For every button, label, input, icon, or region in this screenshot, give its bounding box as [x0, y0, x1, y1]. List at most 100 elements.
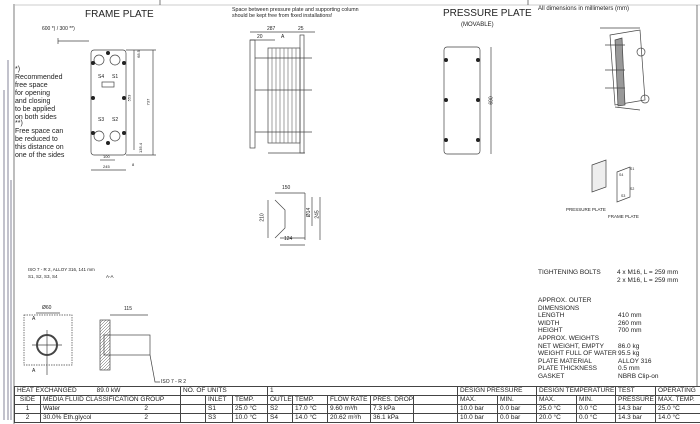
spec-row: WIDTH 260 mm	[538, 320, 658, 328]
header-dt-max: MAX.	[536, 395, 578, 405]
cell-dp-max: 10.0 bar	[457, 404, 499, 414]
cell-dp-min: 0.0 bar	[497, 413, 538, 423]
cell-inlet-temp: 25.0 °C	[232, 404, 268, 414]
section-mark-a: A	[281, 34, 285, 40]
cell-pres-drop: 36.1 kPa	[370, 413, 414, 423]
header-media: MEDIA FLUID CLASSIFICATION GROUP	[40, 395, 181, 405]
header-operating-max-temp: MAX. TEMP.	[655, 395, 700, 405]
note-reduced-space: **) Free space can be reduced to this di…	[15, 120, 65, 159]
dim-68: 68.5	[135, 50, 141, 58]
cell-inlet: S1	[205, 404, 233, 414]
spec-key: WEIGHT FULL OF WATER	[538, 350, 617, 358]
spec-key: PLATE MATERIAL	[538, 357, 592, 365]
port-label-s1: S1	[112, 74, 119, 80]
side-view-drawing	[249, 31, 315, 154]
dim-287: 287	[267, 26, 276, 32]
iso-pressure-plate-label: PRESSURE PLATE	[566, 207, 606, 212]
free-space-label: 600 *) / 300 **)	[42, 26, 75, 32]
units-value: 1	[266, 386, 459, 396]
dim-135: 135.4	[138, 142, 144, 154]
dim-737: 737	[145, 98, 151, 106]
cell-empty	[412, 413, 459, 423]
cell-flow-rate: 9.60 m³/h	[327, 404, 371, 414]
cell-empty	[180, 413, 206, 423]
dim-245: 245	[103, 164, 110, 169]
cell-side: 2	[14, 413, 41, 423]
spec-key: GASKET	[538, 372, 565, 380]
dim-150: 150	[282, 185, 291, 191]
header-dp-min: MIN.	[497, 395, 538, 405]
cell-test-pressure: 14.3 bar	[615, 404, 657, 414]
cell-outlet: S4	[267, 413, 293, 423]
performance-table: HEAT EXCHANGED 89.0 kW NO. OF UNITS 1 DE…	[14, 386, 700, 423]
spec-key: APPROX. OUTER DIMENSIONS	[538, 297, 592, 312]
header-empty	[180, 395, 206, 405]
spec-row: PLATE MATERIAL ALLOY 316	[538, 358, 658, 366]
thread-label: ISO 7 - R 2	[161, 379, 187, 385]
dim-20: 20	[257, 34, 263, 40]
cell-inlet: S3	[205, 413, 233, 423]
cell-empty	[412, 404, 459, 414]
heat-value: 89.0 kW	[96, 387, 121, 395]
cell-dp-min: 0.0 bar	[497, 404, 538, 414]
cell-operating-temp: 25.0 °C	[655, 404, 700, 414]
header-side: SIDE	[14, 395, 41, 405]
cell-pres-drop: 7.3 kPa	[370, 404, 414, 414]
spec-value: ALLOY 316	[618, 357, 652, 365]
pressure-plate-subtitle: (MOVABLE)	[461, 22, 494, 28]
disclaimer-strip	[3, 60, 12, 420]
iso-frame-plate-label: FRAME PLATE	[608, 214, 639, 219]
spec-key: APPROX. WEIGHTS	[538, 334, 600, 342]
cell-dt-max: 25.0 °C	[536, 404, 578, 414]
header-dt-min: MIN.	[576, 395, 617, 405]
header-empty	[412, 395, 459, 405]
section-a-bottom: A	[32, 368, 36, 374]
iso-port-s1: S1	[630, 167, 635, 171]
group-test: TEST	[615, 386, 657, 396]
section-label: A-A	[106, 274, 114, 279]
dim-25: 25	[298, 26, 304, 32]
cell-flow-rate: 20.62 m³/h	[327, 413, 371, 423]
spec-value: 0.5 mm	[618, 365, 640, 373]
installation-warning: Space between pressure plate and support…	[232, 7, 359, 19]
media-name: 30.0% Eth.glycol	[43, 414, 92, 422]
spec-key: NET WEIGHT, EMPTY	[538, 342, 604, 350]
frame-plate-title: FRAME PLATE	[85, 9, 154, 20]
spec-value: 260 mm	[618, 319, 642, 327]
pressure-plate-title: PRESSURE PLATE	[443, 8, 532, 19]
spec-value: NBRB Clip-on	[618, 372, 659, 380]
cell-empty	[180, 404, 206, 414]
cell-dp-max: 10.0 bar	[457, 413, 499, 423]
spec-row: HEIGHT 700 mm	[538, 327, 658, 335]
spec-value: 410 mm	[618, 312, 642, 320]
cell-test-pressure: 14.3 bar	[615, 413, 657, 423]
page-border	[13, 0, 700, 424]
header-inlet-temp: TEMP.	[232, 395, 268, 405]
group-operating: OPERATING	[655, 386, 700, 396]
bolts-value-1: 4 x M16, L = 259 mm	[617, 269, 678, 276]
spec-value: 700 mm	[618, 327, 642, 335]
cell-dt-max: 20.0 °C	[536, 413, 578, 423]
spec-key: WIDTH	[538, 319, 560, 327]
cell-operating-temp: 14.0 °C	[655, 413, 700, 423]
spec-row: GASKET NBRB Clip-on	[538, 373, 658, 381]
dim-245-foot: 245	[314, 210, 321, 219]
units-label: NO. OF UNITS	[180, 386, 268, 396]
dim-d14: Ø14	[306, 207, 313, 218]
port-label-s3: S3	[98, 117, 105, 123]
iso-port-s3: S3	[621, 194, 626, 198]
connection-ports: S1, S2, S3, S4	[28, 274, 58, 279]
cell-outlet: S2	[267, 404, 293, 414]
media-name: Water	[43, 405, 61, 413]
spec-key: HEIGHT	[538, 327, 563, 335]
dim-210: 210	[259, 213, 266, 222]
header-test-pressure: PRESSURE	[615, 395, 657, 405]
cell-dt-min: 0.0 °C	[576, 413, 617, 423]
dim-690: 690	[488, 96, 495, 105]
cell-outlet-temp: 14.0 °C	[292, 413, 328, 423]
fluid-group: 2	[144, 414, 148, 422]
cell-outlet-temp: 17.0 °C	[292, 404, 328, 414]
